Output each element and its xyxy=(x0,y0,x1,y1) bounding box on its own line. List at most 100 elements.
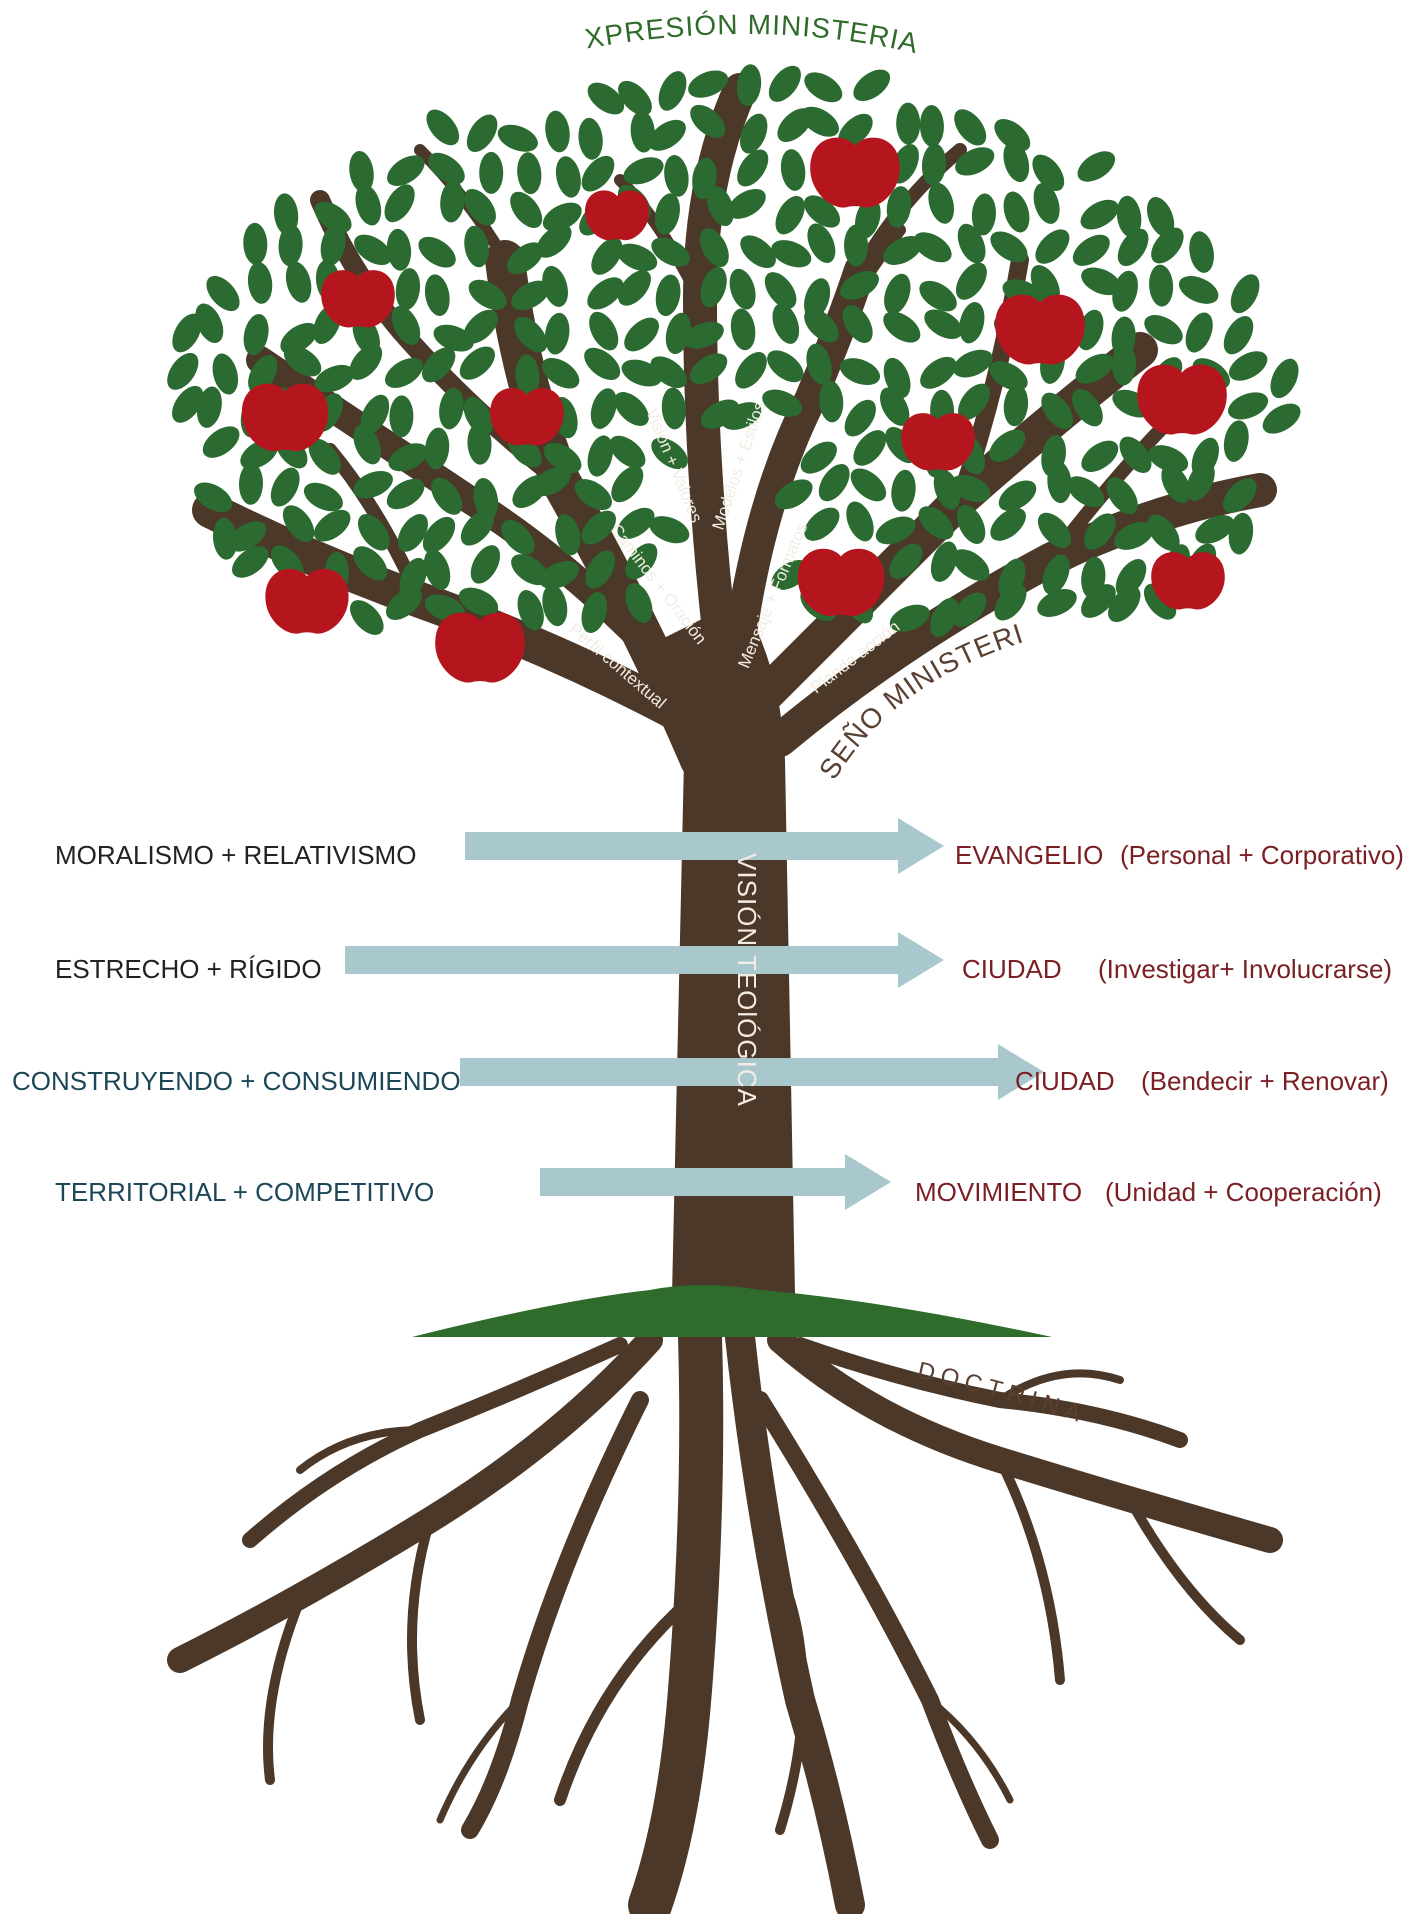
leaf xyxy=(439,387,464,430)
leaf xyxy=(958,383,990,421)
leaf xyxy=(470,545,501,584)
leaf xyxy=(883,311,921,343)
leaf xyxy=(818,463,850,502)
leaf xyxy=(506,242,544,275)
leaf xyxy=(654,193,680,235)
leaf xyxy=(740,113,768,154)
leaf xyxy=(959,302,985,344)
leaf xyxy=(884,273,911,315)
leaf xyxy=(617,507,655,539)
leaf xyxy=(501,519,535,555)
leaf xyxy=(706,185,734,227)
leaf xyxy=(357,514,390,551)
leaf xyxy=(921,143,947,186)
leaf xyxy=(886,186,912,228)
leaf xyxy=(955,147,995,176)
leaf xyxy=(387,155,425,186)
leaf xyxy=(1144,315,1183,345)
leaf xyxy=(515,354,540,397)
leaf xyxy=(320,224,346,266)
leaf xyxy=(618,80,652,116)
leaf xyxy=(238,462,264,505)
leaf xyxy=(1003,141,1030,183)
leaf xyxy=(386,228,412,271)
row-right-key-3: MOVIMIENTO xyxy=(915,1177,1082,1207)
leaf xyxy=(1229,351,1268,381)
leaf xyxy=(1071,389,1103,427)
leaf xyxy=(212,353,239,395)
root-9 xyxy=(263,1595,305,1785)
leaf xyxy=(1186,461,1215,501)
leaf xyxy=(581,591,608,634)
leaf xyxy=(1080,199,1119,230)
leaf xyxy=(543,442,582,474)
leaf xyxy=(774,479,813,510)
leaf xyxy=(919,105,944,147)
leaf xyxy=(658,71,687,111)
leaf xyxy=(1112,270,1138,312)
leaf xyxy=(422,516,456,553)
leaf xyxy=(625,582,653,624)
leaf xyxy=(1146,196,1175,238)
leaf xyxy=(517,152,542,195)
leaf xyxy=(1223,420,1249,462)
leaf xyxy=(838,113,873,148)
leaf xyxy=(1081,440,1119,472)
root-11 xyxy=(1125,1495,1245,1645)
root-8 xyxy=(407,1515,435,1725)
leaf xyxy=(844,399,876,437)
leaf xyxy=(395,268,421,310)
leaf xyxy=(1189,231,1214,273)
leaf xyxy=(539,560,580,589)
leaf xyxy=(649,516,690,544)
leaf xyxy=(353,546,388,581)
leaf xyxy=(1148,445,1189,473)
leaf xyxy=(391,305,421,346)
leaf xyxy=(536,224,572,258)
leaf xyxy=(957,223,986,264)
leaf xyxy=(998,480,1037,511)
row-left-label-1: ESTRECHO + RÍGIDO xyxy=(55,954,322,984)
leaf xyxy=(1113,521,1154,550)
leaf xyxy=(989,429,1026,462)
leaf xyxy=(303,482,343,512)
leaf xyxy=(736,64,762,107)
leaf xyxy=(464,225,489,268)
leaf xyxy=(497,124,538,152)
leaf xyxy=(956,504,986,544)
leaf xyxy=(1262,403,1301,434)
apple-11 xyxy=(435,612,525,683)
leaf xyxy=(1003,191,1030,233)
leaf xyxy=(699,228,729,268)
leaf xyxy=(555,156,581,198)
leaf xyxy=(473,478,499,520)
leaf xyxy=(614,392,649,426)
leaf xyxy=(418,236,456,268)
leaf xyxy=(1037,512,1072,548)
leaf xyxy=(1081,267,1121,296)
leaf xyxy=(285,261,312,303)
leaf xyxy=(804,507,840,541)
leaf xyxy=(228,521,267,552)
leaf xyxy=(994,584,1027,621)
leaf xyxy=(423,549,451,590)
leaf xyxy=(589,311,619,351)
row-right-key-2: CIUDAD xyxy=(1015,1066,1115,1096)
leaf xyxy=(1270,358,1299,399)
leaf xyxy=(247,261,273,304)
leaf xyxy=(807,223,836,263)
leaf xyxy=(842,305,873,343)
leaf xyxy=(1230,274,1260,314)
leaf xyxy=(664,155,689,197)
leaf xyxy=(514,316,548,353)
leaf xyxy=(655,274,681,317)
leaf xyxy=(1033,183,1060,224)
leaf xyxy=(1041,392,1074,430)
leaf xyxy=(1032,154,1065,192)
leaf xyxy=(426,109,460,146)
row-right-detail-1: (Investigar+ Involucrarse) xyxy=(1098,954,1392,984)
leaf xyxy=(624,317,659,352)
leaf xyxy=(1035,229,1070,264)
leaf xyxy=(1178,275,1219,304)
root-15 xyxy=(996,1369,1124,1404)
